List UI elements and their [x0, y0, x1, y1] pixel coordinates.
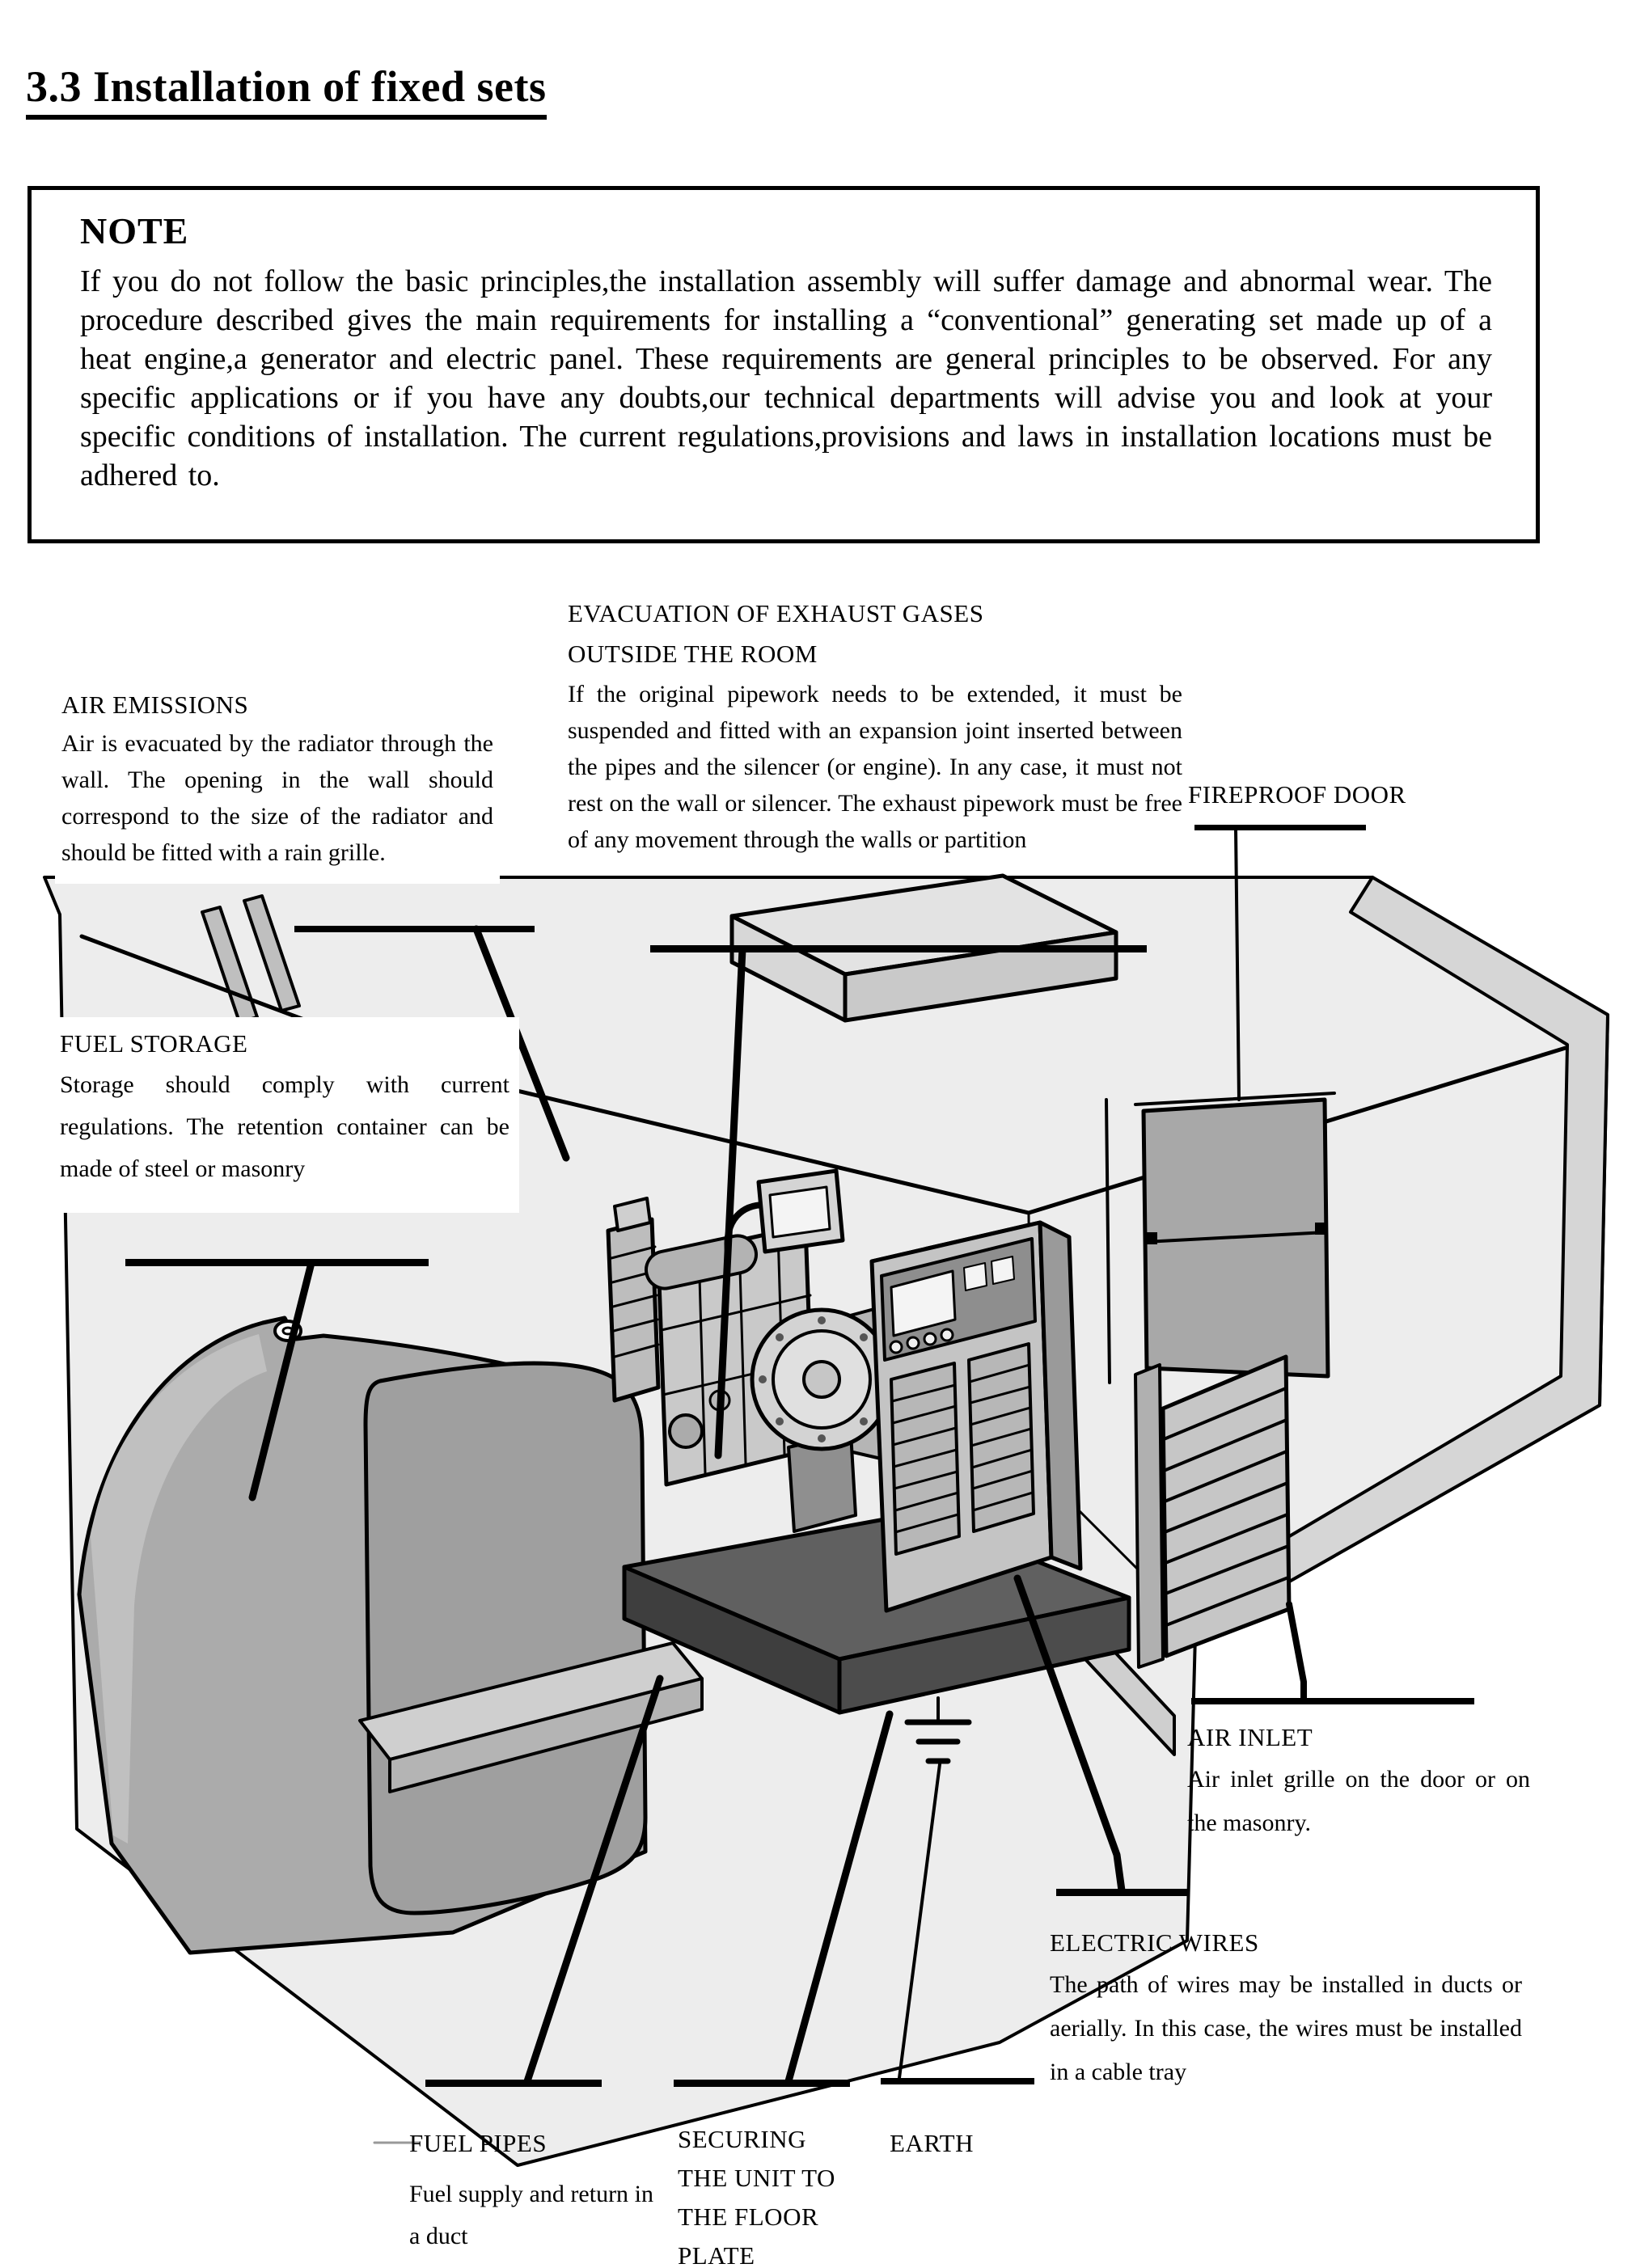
callout-fuel-pipes: FUEL PIPES Fuel supply and return in a d…	[409, 2125, 653, 2257]
earth-symbol	[904, 1696, 972, 1764]
page-title: 3.3 Installation of fixed sets	[26, 61, 547, 120]
callout-heading: AIR EMISSIONS	[61, 691, 249, 719]
callout-earth: EARTH	[890, 2125, 1035, 2162]
fuel-pipes-leader-bar	[425, 2080, 602, 2087]
fuel-storage-leader	[248, 1259, 315, 1501]
note-heading: NOTE	[80, 210, 189, 251]
fireproof-door	[1105, 1092, 1336, 1384]
radiator	[606, 1217, 661, 1403]
leader-lines	[125, 825, 1474, 2144]
fuel-tank	[77, 1316, 648, 1955]
panel-button	[889, 1340, 903, 1354]
cabinet-louver	[967, 1342, 1035, 1533]
cabinet-louver	[890, 1362, 961, 1556]
callout-securing: SECURING THE UNIT TO THE FLOOR PLATE	[678, 2120, 841, 2268]
air-inlet-leader-bar	[1191, 1698, 1474, 1704]
control-cabinet	[869, 1220, 1083, 1613]
tank-front-panel	[363, 1361, 648, 1915]
earth-leader	[898, 1763, 941, 2080]
air-inlet-leader	[1286, 1601, 1307, 1703]
callout-fireproof-door: FIREPROOF DOOR	[1183, 775, 1500, 815]
grille-post	[1134, 1363, 1165, 1669]
panel-button	[906, 1336, 920, 1350]
callout-heading: EARTH	[890, 2129, 974, 2157]
electric-wires-leader	[1013, 1574, 1126, 1894]
air-emissions-leader-bar	[294, 926, 535, 932]
callout-air-emissions: AIR EMISSIONS Air is evacuated by the ra…	[55, 683, 500, 884]
earth-leader-bar	[881, 2078, 1034, 2084]
callout-body: Air is evacuated by the radiator through…	[61, 730, 493, 866]
callout-exhaust-evacuation: EVACUATION OF EXHAUST GASES OUTSIDE THE …	[561, 590, 1189, 872]
panel-screen	[890, 1269, 957, 1337]
callout-heading: FIREPROOF DOOR	[1188, 780, 1406, 809]
note-box: NOTE If you do not follow the basic prin…	[27, 186, 1540, 543]
pulley	[668, 1413, 704, 1449]
callout-body: Fuel supply and return in a duct	[409, 2181, 653, 2249]
callout-body: The path of wires may be installed in du…	[1050, 1971, 1522, 2085]
panel-button	[940, 1328, 954, 1342]
securing-leader-bar	[674, 2080, 850, 2087]
fuel-pipe-duct	[358, 1641, 704, 1793]
left-wall-vent-strip	[243, 894, 301, 1012]
callout-heading: FUEL STORAGE	[60, 1029, 248, 1058]
securing-leader	[784, 1710, 894, 2085]
callout-air-inlet: AIR INLET Air inlet grille on the door o…	[1187, 1719, 1530, 1845]
fireproof-door-leader-bar	[1194, 825, 1366, 830]
callout-body: Storage should comply with current regul…	[60, 1071, 509, 1182]
note-body: If you do not follow the basic principle…	[80, 264, 1492, 492]
callout-heading: FUEL PIPES	[409, 2129, 548, 2157]
callout-heading: OUTSIDE THE ROOM	[568, 640, 818, 668]
exhaust-leader	[714, 945, 746, 1459]
callout-heading: ELECTRIC WIRES	[1050, 1928, 1259, 1957]
callout-heading: AIR INLET	[1187, 1723, 1313, 1751]
air-inlet-grille	[1134, 1354, 1292, 1669]
callout-electric-wires: ELECTRIC WIRES The path of wires may be …	[1050, 1924, 1522, 2094]
fireproof-door-leader	[1234, 826, 1241, 1101]
callout-body: If the original pipework needs to be ext…	[568, 681, 1182, 853]
fuel-storage-leader-bar	[125, 1259, 429, 1266]
fuel-pipes-leader	[523, 1675, 664, 2085]
callout-heading: SECURING THE UNIT TO THE FLOOR PLATE	[678, 2125, 835, 2268]
tank-highlight	[91, 1334, 267, 1844]
radiator-cap	[613, 1197, 652, 1232]
callout-fuel-storage: FUEL STORAGE Storage should comply with …	[50, 1017, 519, 1213]
panel-button	[923, 1332, 937, 1346]
air-emissions-leader	[472, 925, 570, 1162]
exhaust-leader-bar	[650, 945, 1147, 952]
callout-body: Air inlet grille on the door or on the m…	[1187, 1766, 1530, 1836]
callout-heading: EVACUATION OF EXHAUST GASES	[568, 599, 984, 627]
